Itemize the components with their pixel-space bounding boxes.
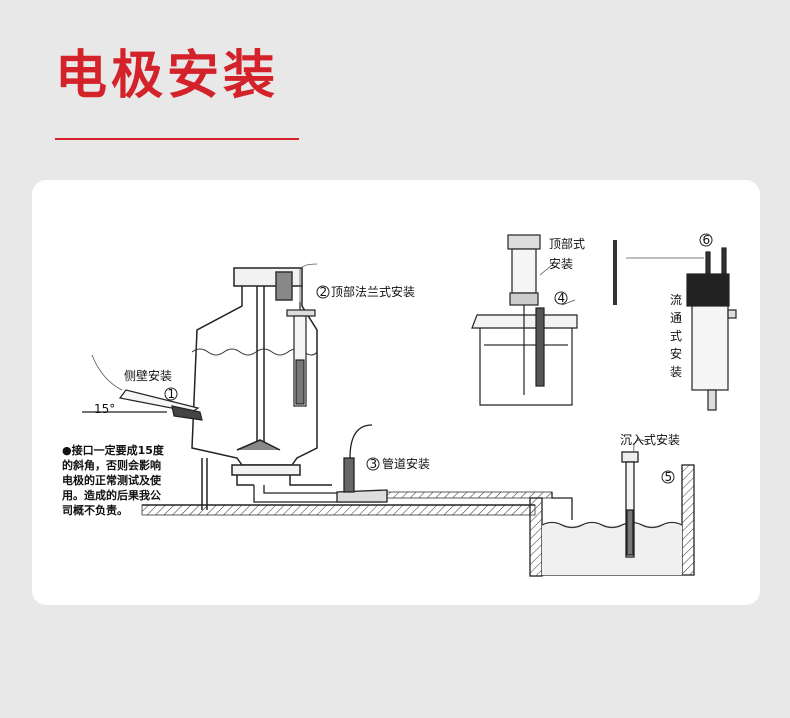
marker-6: 6 <box>699 233 713 247</box>
marker-5: 5 <box>661 470 675 484</box>
marker-1: 1 <box>164 387 178 401</box>
side-wall-electrode <box>82 389 203 421</box>
label-flow-4: 安 <box>670 346 682 361</box>
diagram-card: 1 2 3 4 5 6 侧壁安装 15° 顶部法兰式安装 管道安装 顶部式 安装… <box>32 180 760 605</box>
immersion-tank <box>529 451 695 577</box>
note-line-3: 电极的正常测试及使 <box>62 473 162 487</box>
label-top-mount-1: 顶部式 <box>549 236 585 251</box>
label-flow-2: 通 <box>670 311 682 325</box>
leader-lines <box>91 257 704 453</box>
installation-diagram: 1 2 3 4 5 6 侧壁安装 15° 顶部法兰式安装 管道安装 顶部式 安装… <box>62 233 737 577</box>
process-pipe <box>253 424 573 520</box>
label-side-wall: 侧壁安装 <box>124 368 172 383</box>
label-top-mount-2: 安装 <box>549 256 573 271</box>
label-pipe: 管道安装 <box>382 456 430 471</box>
label-top-flange: 顶部法兰式安装 <box>331 284 415 299</box>
note-line-2: 的斜角，否则会影响 <box>62 458 161 472</box>
svg-text:1: 1 <box>168 387 176 401</box>
marker-4: 4 <box>554 291 568 305</box>
note-line-4: 用。造成的后果我公 <box>62 488 161 502</box>
marker-2: 2 <box>316 285 330 299</box>
label-flow-3: 式 <box>670 329 682 343</box>
note-line-1: ●接口一定要成15度 <box>62 443 165 457</box>
label-angle: 15° <box>94 402 115 416</box>
marker-3: 3 <box>366 457 380 471</box>
flange-electrode <box>286 302 316 407</box>
top-mount-reactor <box>471 234 617 406</box>
label-immersion: 沉入式安装 <box>620 432 680 447</box>
reactor-tank <box>191 267 332 510</box>
flow-through-cell <box>686 247 737 411</box>
svg-text:3: 3 <box>370 457 378 471</box>
svg-text:2: 2 <box>320 285 328 299</box>
note-line-5: 司概不负责。 <box>62 503 128 517</box>
page-title: 电极安装 <box>55 46 280 106</box>
ground-floor <box>141 504 536 516</box>
svg-text:4: 4 <box>558 291 566 305</box>
svg-text:5: 5 <box>665 470 673 484</box>
title-underline <box>55 138 299 140</box>
label-flow-5: 装 <box>670 365 682 379</box>
svg-text:6: 6 <box>703 233 711 247</box>
pipe-hatch <box>381 491 553 499</box>
label-flow-1: 流 <box>670 293 682 307</box>
